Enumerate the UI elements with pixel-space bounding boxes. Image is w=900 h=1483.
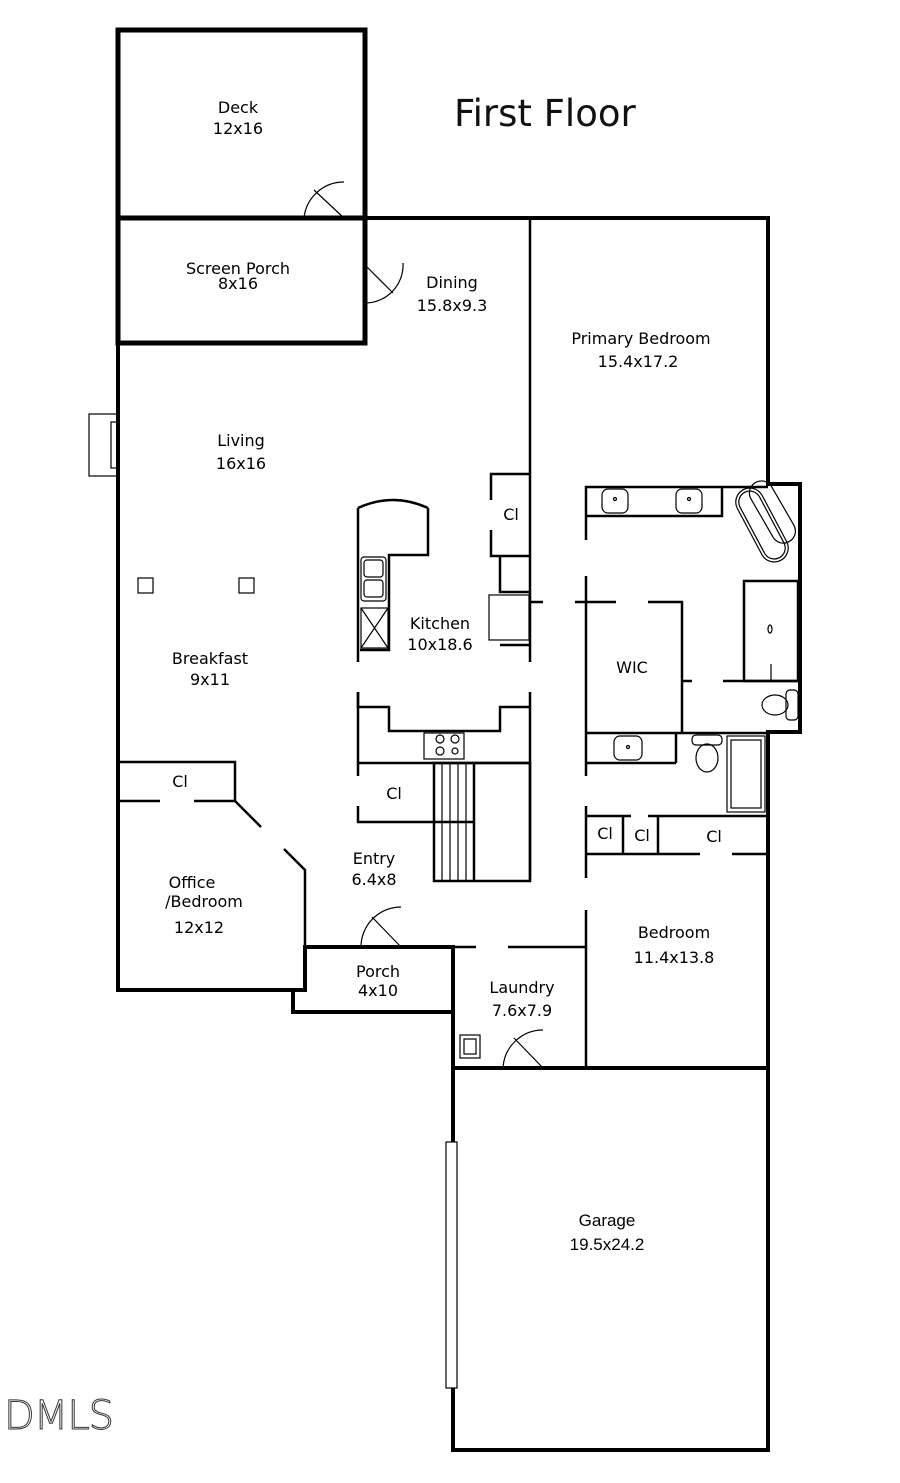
room-living: Living 16x16 [216, 429, 266, 475]
room-kitchen: Kitchen 10x18.6 [407, 613, 472, 655]
room-size: 7.6x7.9 [491, 1001, 553, 1020]
room-size: 8x16 [217, 274, 258, 293]
closet-kitchen: Cl [503, 505, 519, 524]
room-name: Garage [578, 1211, 636, 1230]
room-size: 12x12 [173, 918, 225, 937]
room-name: Porch [355, 962, 401, 981]
room-size: 4x10 [357, 981, 398, 1000]
room-deck: Deck 12x16 [213, 97, 263, 139]
room-name: Primary Bedroom [571, 329, 711, 348]
room-name: Kitchen [409, 614, 471, 633]
deck-door-icon [303, 181, 345, 219]
room-porch: Porch 4x10 [356, 962, 400, 1000]
room-name-2: /Bedroom [165, 892, 243, 911]
watermark-logo: DMLS [4, 1393, 115, 1440]
columns [137, 577, 255, 594]
room-bedroom: Bedroom 11.4x13.8 [634, 920, 715, 970]
closet-hall-1: Cl [597, 824, 613, 843]
closet-bedroom: Cl [706, 827, 722, 846]
room-size: 6.4x8 [351, 870, 397, 889]
room-size: 15.8x9.3 [416, 296, 488, 315]
room-dining: Dining 15.8x9.3 [417, 271, 488, 317]
interior-walls [118, 218, 800, 1069]
room-wic: WIC [616, 657, 648, 678]
room-name: Screen Porch [185, 259, 291, 278]
room-name: WIC [616, 658, 648, 677]
room-size: 16x16 [215, 454, 267, 473]
room-size: 19.5x24.2 [569, 1235, 645, 1254]
room-breakfast: Breakfast 9x11 [172, 648, 248, 690]
room-name: Deck [217, 98, 259, 117]
room-name: Entry [352, 849, 396, 868]
room-size: 9x11 [189, 670, 231, 689]
screen-porch-door-icon [364, 262, 404, 304]
room-primary-bedroom: Primary Bedroom 15.4x17.2 [571, 327, 710, 373]
room-name: Bedroom [637, 923, 711, 942]
closet-office: Cl [172, 772, 188, 791]
room-garage: Garage 19.5x24.2 [570, 1209, 645, 1257]
closet-hall-2: Cl [634, 826, 650, 845]
room-name: Breakfast [171, 649, 249, 668]
closet-entry: Cl [386, 784, 402, 803]
room-size: 12x16 [212, 119, 264, 138]
page-title: First Floor [454, 92, 636, 135]
fireplace-icon [88, 413, 119, 477]
room-screen-porch: Screen Porch 8x16 [185, 259, 291, 293]
room-name: Dining [426, 273, 478, 292]
room-size: 15.4x17.2 [597, 352, 679, 371]
room-entry: Entry 6.4x8 [351, 848, 396, 890]
screen-porch-walls [115, 215, 368, 346]
room-name: Living [217, 431, 265, 450]
exterior-walls [116, 216, 802, 1452]
room-name: Laundry [489, 978, 555, 997]
room-size: 10x18.6 [407, 635, 473, 654]
room-name: Office [168, 873, 216, 892]
room-size: 11.4x13.8 [633, 948, 715, 967]
room-laundry: Laundry 7.6x7.9 [489, 976, 554, 1022]
room-office: Office /Bedroom 12x12 [165, 873, 243, 937]
garage-door-icon [445, 1141, 458, 1389]
